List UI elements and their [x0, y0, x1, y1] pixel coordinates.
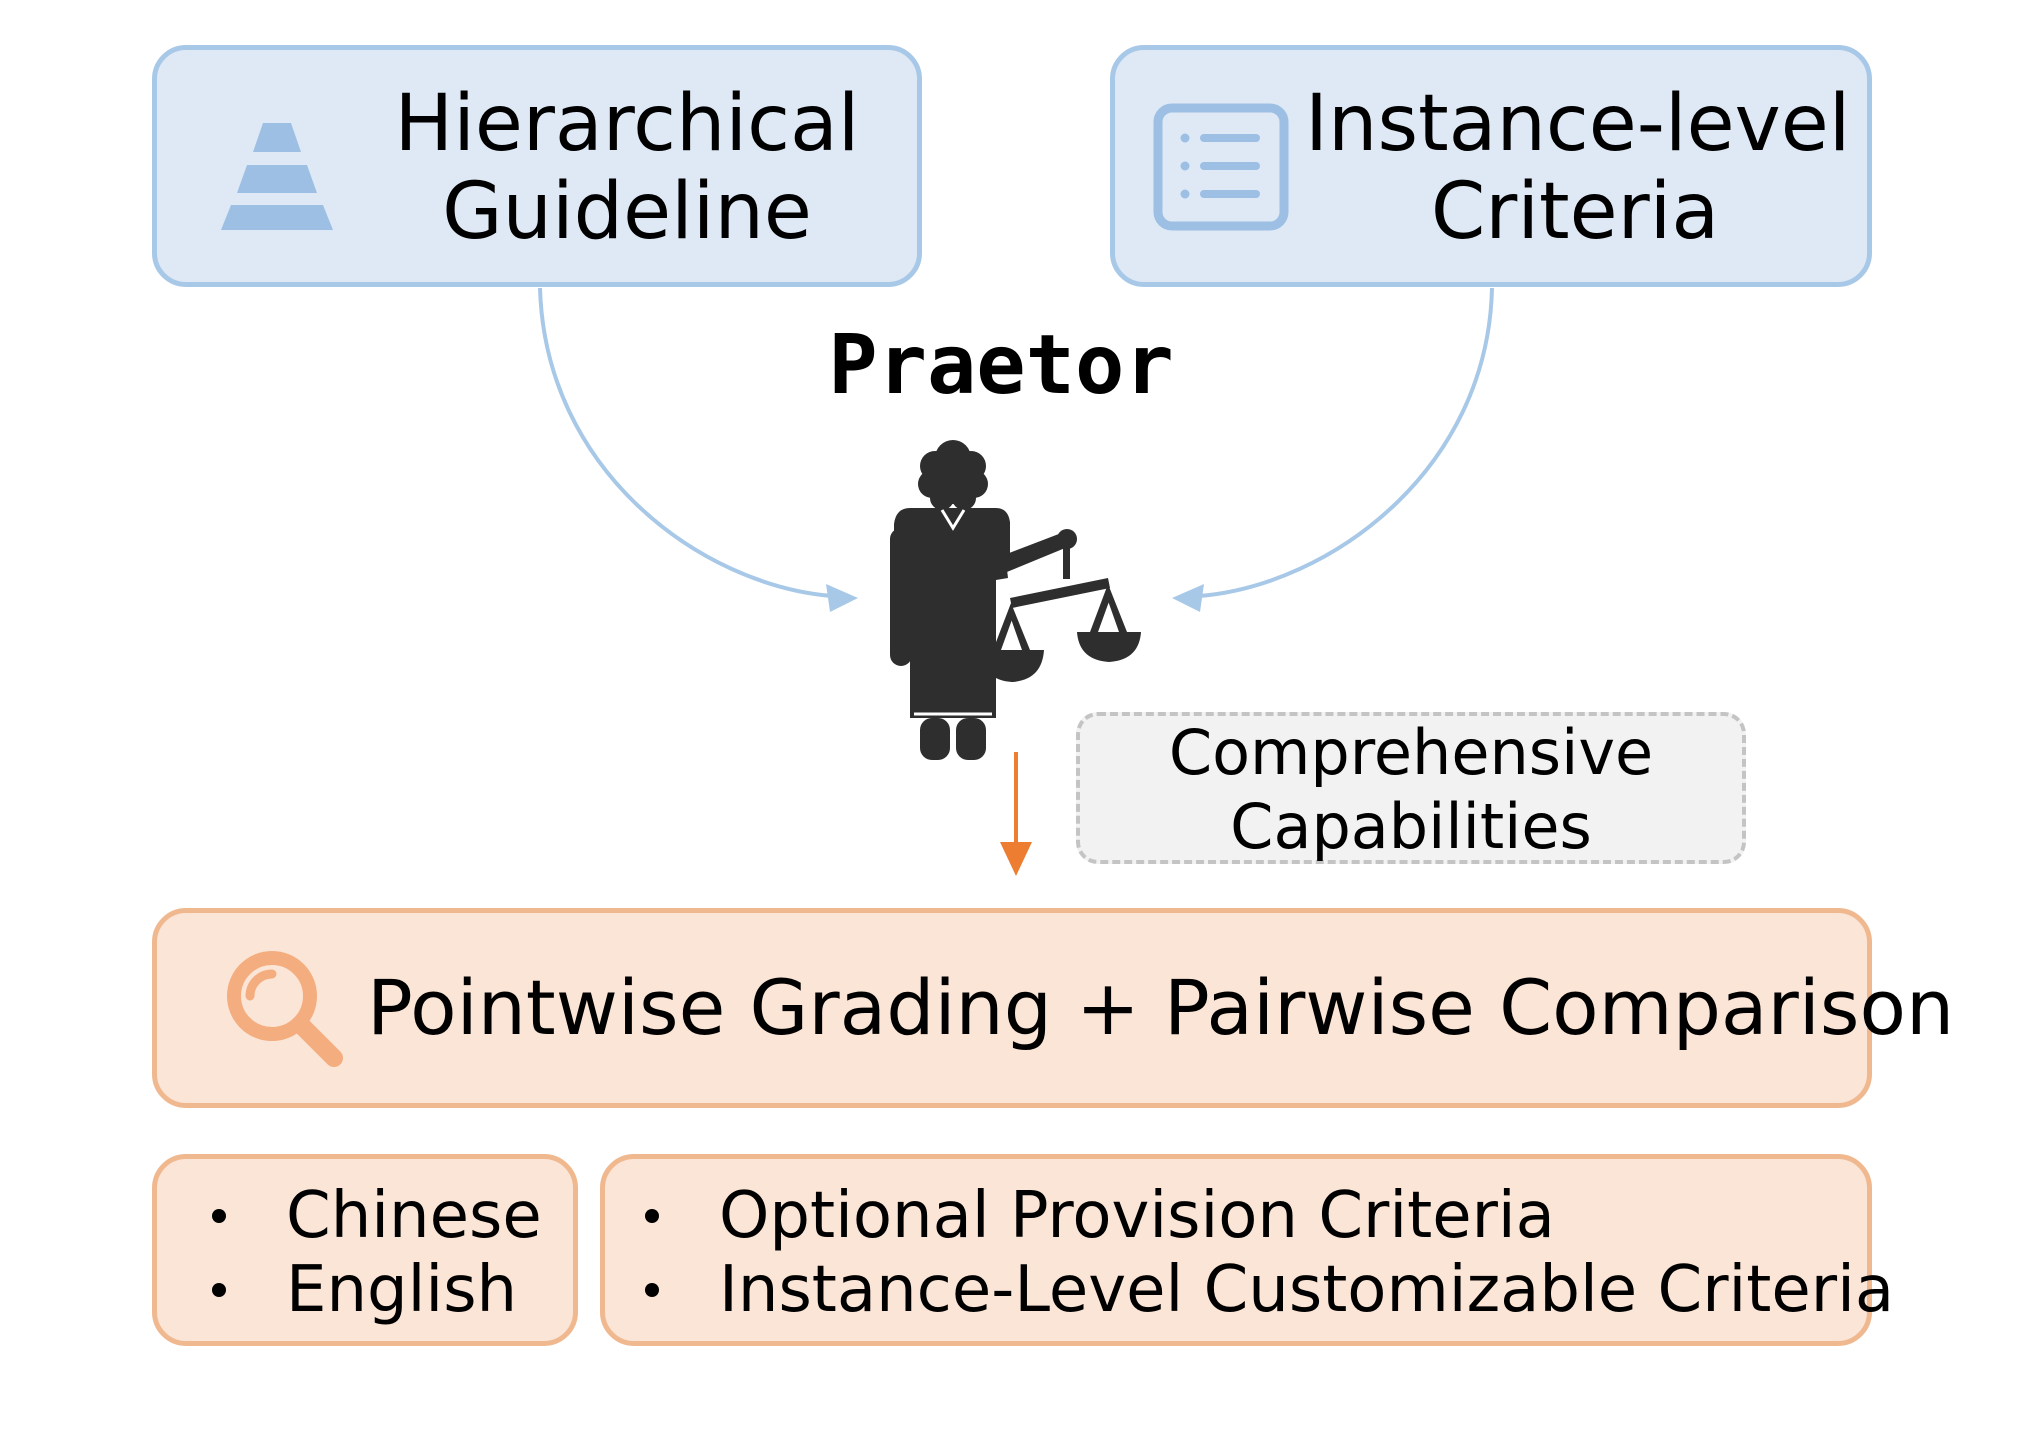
criteria-option-item: Optional Provision Criteria	[645, 1179, 1894, 1253]
criteria-options-list: Optional Provision Criteria Instance-Lev…	[645, 1179, 1894, 1327]
capabilities-text: Comprehensive Capabilities	[1080, 716, 1742, 864]
hierarchical-guideline-box: Hierarchical Guideline	[152, 45, 922, 287]
magnifier-icon	[227, 951, 343, 1067]
capabilities-line1: Comprehensive	[1168, 716, 1654, 789]
instance-level-criteria-title: Instance-level Criteria	[1305, 79, 1851, 257]
instance-line1: Instance-level	[1305, 79, 1851, 169]
language-item: English	[212, 1253, 542, 1327]
grading-comparison-box: Pointwise Grading + Pairwise Comparison	[152, 908, 1954, 1108]
down-arrowhead	[1000, 842, 1032, 876]
left-arrowhead	[826, 584, 858, 612]
instance-level-criteria-box: Instance-level Criteria	[1110, 45, 1872, 287]
pyramid-icon	[221, 123, 333, 230]
hierarchical-guideline-title: Hierarchical Guideline	[367, 80, 887, 256]
criteria-options-box: Optional Provision Criteria Instance-Lev…	[600, 1154, 1894, 1346]
language-item: Chinese	[212, 1179, 542, 1253]
right-arrowhead	[1172, 584, 1204, 612]
left-curved-arrow	[538, 287, 833, 598]
right-curved-arrow	[1199, 287, 1494, 598]
instance-line2: Criteria	[1430, 167, 1720, 257]
criteria-option-item: Instance-Level Customizable Criteria	[645, 1253, 1894, 1327]
languages-list: Chinese English	[212, 1179, 542, 1327]
judge-with-scales-icon	[890, 440, 1141, 760]
languages-box: Chinese English	[152, 1154, 578, 1346]
capabilities-line2: Capabilities	[1230, 790, 1592, 863]
comprehensive-capabilities-box: Comprehensive Capabilities	[1076, 712, 1746, 864]
hierarchical-line1: Hierarchical	[394, 79, 860, 169]
praetor-title: Praetor	[828, 318, 1174, 413]
hierarchical-line2: Guideline	[442, 167, 812, 257]
document-list-icon	[1153, 103, 1289, 231]
grading-comparison-label: Pointwise Grading + Pairwise Comparison	[367, 963, 1955, 1052]
